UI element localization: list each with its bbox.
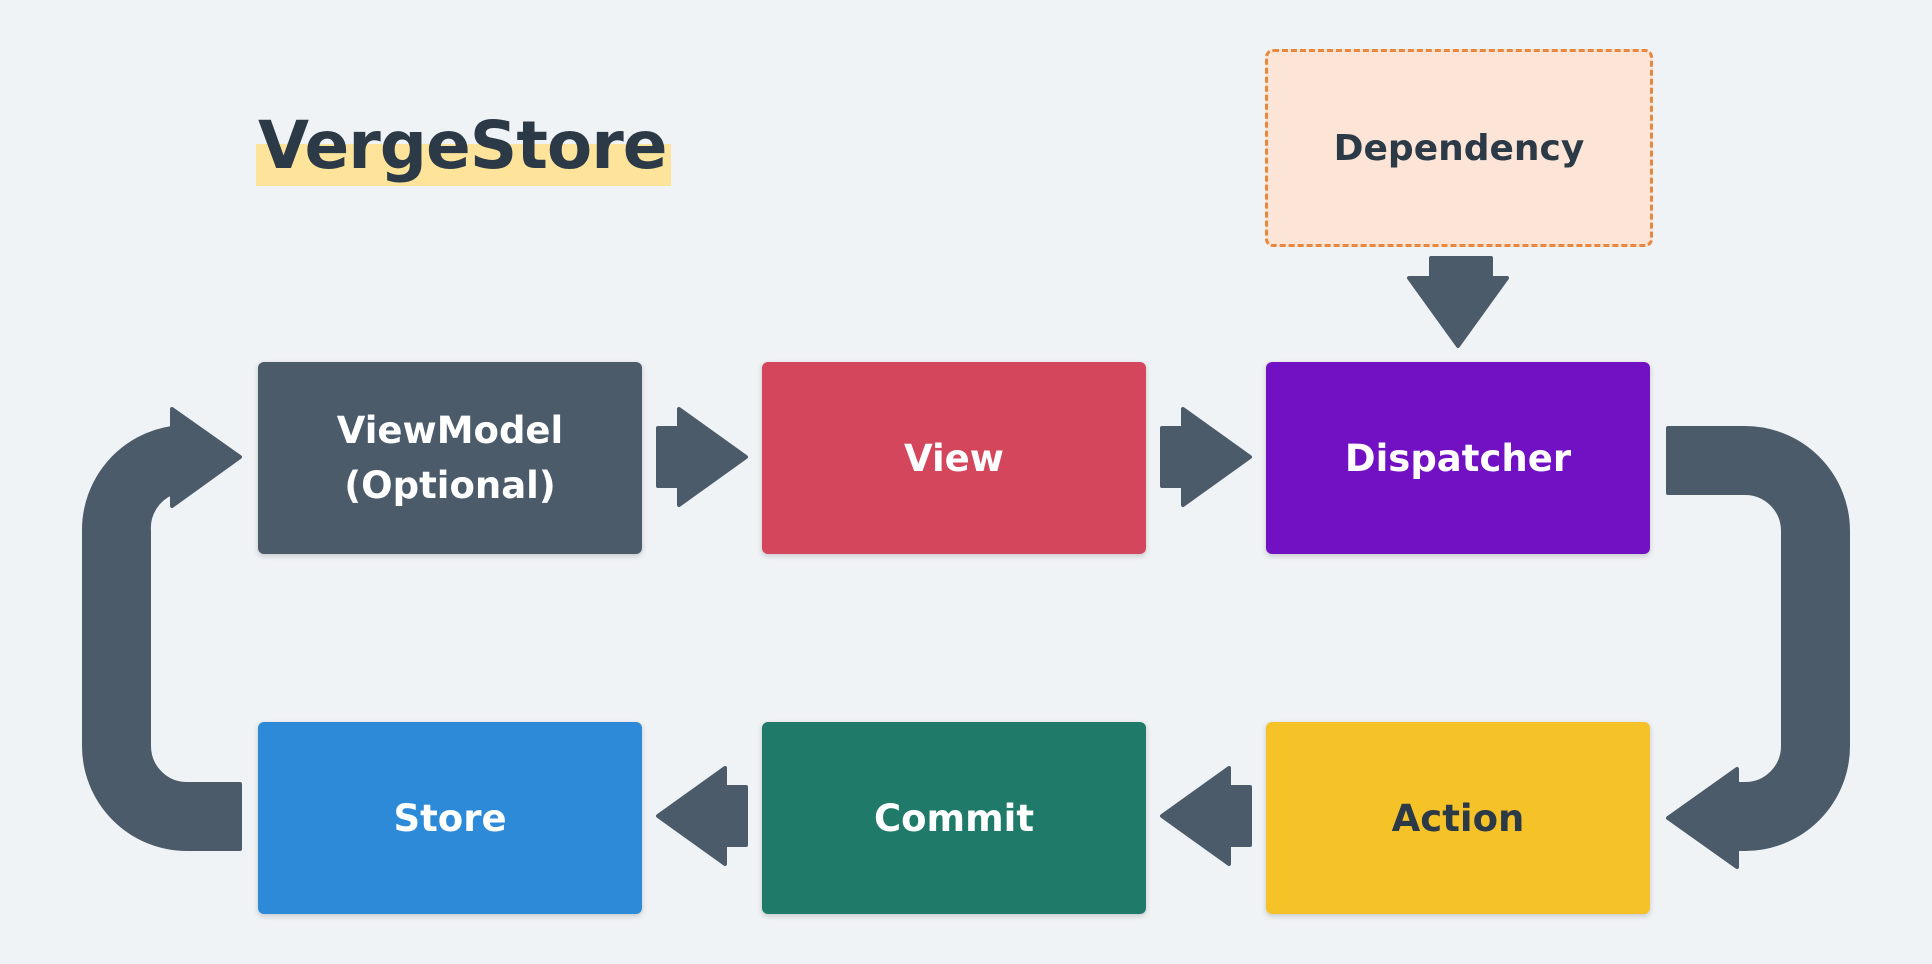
- view-label: View: [904, 436, 1004, 480]
- viewmodel-label-line1: ViewModel: [336, 409, 564, 452]
- action-label: Action: [1391, 796, 1525, 840]
- diagram-title: VergeStore: [256, 108, 671, 186]
- store-node: Store: [258, 722, 642, 914]
- dispatcher-node: Dispatcher: [1266, 362, 1650, 554]
- action-node: Action: [1266, 722, 1650, 914]
- arrow-viewmodel-to-view: [656, 407, 748, 507]
- store-label: Store: [393, 796, 507, 840]
- viewmodel-node: ViewModel (Optional): [258, 362, 642, 554]
- arrow-commit-to-store: [656, 766, 748, 866]
- commit-label: Commit: [873, 796, 1035, 840]
- dependency-node: Dependency: [1265, 49, 1653, 247]
- arrow-view-to-dispatcher: [1160, 407, 1252, 507]
- viewmodel-label-line2: (Optional): [344, 464, 556, 507]
- dependency-label: Dependency: [1333, 127, 1585, 169]
- arrow-dependency-to-dispatcher: [1407, 256, 1509, 348]
- dispatcher-label: Dispatcher: [1344, 436, 1572, 480]
- view-node: View: [762, 362, 1146, 554]
- arrow-store-to-viewmodel: [81, 407, 242, 851]
- arrow-action-to-commit: [1160, 766, 1252, 866]
- arrow-dispatcher-to-action: [1666, 426, 1850, 869]
- commit-node: Commit: [762, 722, 1146, 914]
